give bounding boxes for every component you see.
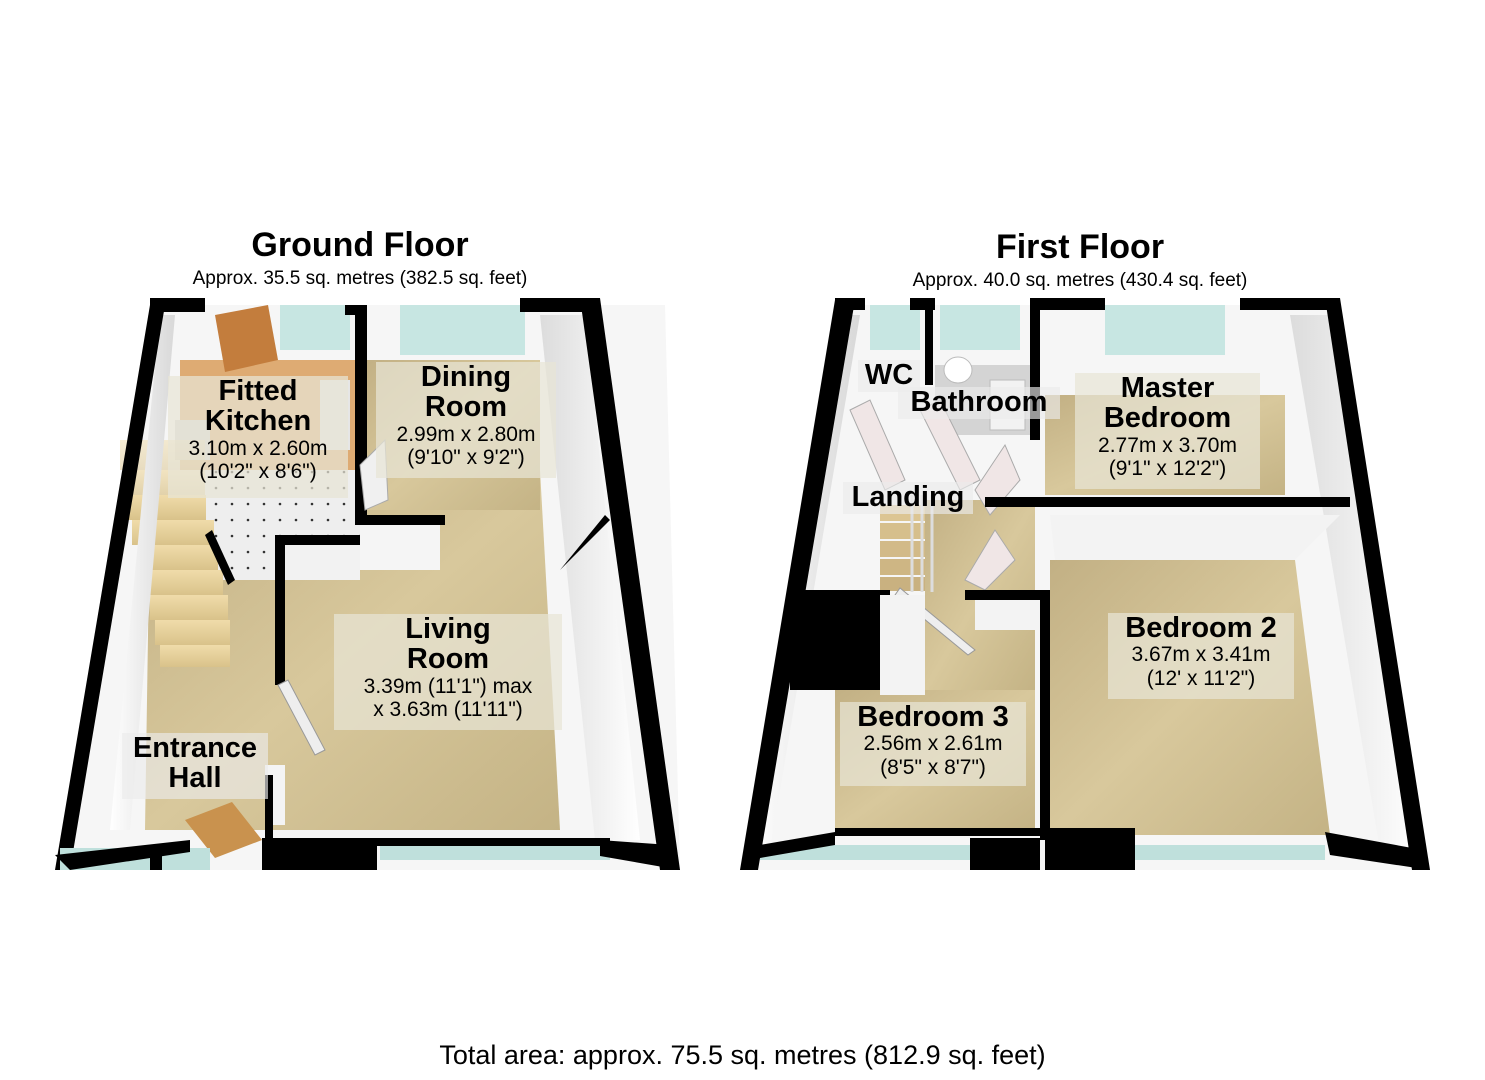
room-name: Living — [405, 613, 491, 645]
room-label-bathroom: Bathroom — [898, 387, 1060, 419]
room-dimensions-imperial: (9'10" x 9'2") — [407, 446, 525, 470]
room-dimensions-imperial: (12' x 11'2") — [1146, 666, 1256, 690]
room-label-bedroom-2: Bedroom 2 3.67m x 3.41m (12' x 11'2") — [1108, 613, 1294, 699]
room-label-master-bedroom: Master Bedroom 2.77m x 3.70m (9'1" x 12'… — [1075, 373, 1260, 489]
total-area: Total area: approx. 75.5 sq. metres (812… — [439, 1040, 1046, 1070]
room-label-living-room: Living Room 3.39m (11'1") max x 3.63m (1… — [334, 614, 562, 730]
room-label-fitted-kitchen: Fitted Kitchen 3.10m x 2.60m (10'2" x 8'… — [168, 376, 348, 498]
room-name: Room — [406, 643, 490, 676]
room-dimensions-metric: 2.77m x 3.70m — [1098, 433, 1237, 457]
room-label-bedroom-3: Bedroom 3 2.56m x 2.61m (8'5" x 8'7") — [840, 702, 1026, 786]
room-name: WC — [864, 359, 914, 391]
ground-floor-title: Ground Floor — [251, 226, 469, 264]
room-name: Fitted — [218, 375, 298, 407]
room-name: Bathroom — [910, 386, 1048, 418]
room-label-dining-room: Dining Room 2.99m x 2.80m (9'10" x 9'2") — [376, 362, 556, 478]
room-dimensions-metric: 3.39m (11'1") max — [363, 674, 533, 698]
room-dimensions-imperial: x 3.63m (11'11") — [373, 698, 523, 722]
room-dimensions-imperial: (10'2" x 8'6") — [199, 460, 317, 484]
first-floor-title: First Floor — [995, 228, 1165, 266]
first-floor-staircase — [880, 495, 934, 592]
room-name: Bedroom 3 — [857, 701, 1009, 733]
room-dimensions-metric: 3.67m x 3.41m — [1131, 643, 1271, 667]
room-name: Entrance — [132, 732, 258, 764]
room-name: Room — [424, 391, 508, 424]
room-name: Landing — [851, 481, 965, 513]
room-name: Dining — [420, 361, 512, 393]
room-label-landing: Landing — [843, 482, 973, 514]
room-dimensions-metric: 3.10m x 2.60m — [188, 436, 328, 460]
room-dimensions-imperial: (8'5" x 8'7") — [880, 755, 986, 779]
room-label-entrance-hall: Entrance Hall — [122, 733, 268, 799]
room-dimensions-metric: 2.99m x 2.80m — [396, 422, 536, 446]
room-name: Master — [1120, 372, 1215, 404]
room-dimensions-imperial: (9'1" x 12'2") — [1108, 457, 1227, 481]
ground-floor-area: Approx. 35.5 sq. metres (382.5 sq. feet) — [192, 268, 528, 289]
room-name: Hall — [168, 762, 222, 795]
first-floor-area: Approx. 40.0 sq. metres (430.4 sq. feet) — [912, 270, 1248, 291]
room-label-wc: WC — [858, 360, 920, 392]
room-name: Bedroom — [1103, 402, 1232, 435]
room-name: Bedroom 2 — [1125, 612, 1277, 644]
room-dimensions-metric: 2.56m x 2.61m — [863, 732, 1003, 756]
room-name: Kitchen — [204, 405, 312, 438]
